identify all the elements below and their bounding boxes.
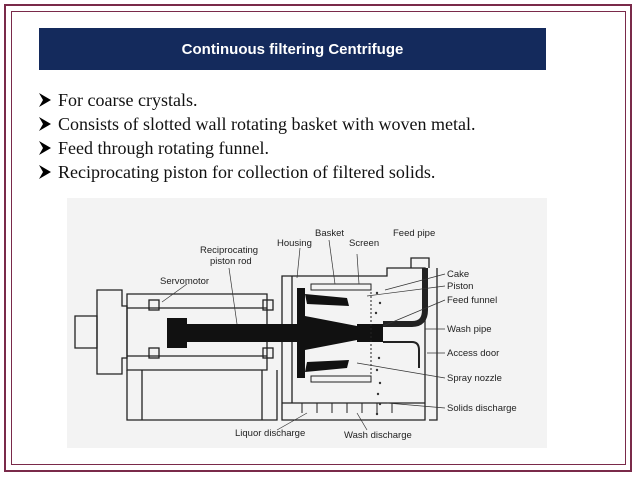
leader-lines xyxy=(161,239,446,431)
label-screen: Screen xyxy=(349,238,379,249)
label-piston: Piston xyxy=(447,281,473,292)
slide-title: Continuous filtering Centrifuge xyxy=(39,28,546,70)
cake-particles xyxy=(374,291,382,416)
bullet-text: Consists of slotted wall rotating basket… xyxy=(58,113,476,134)
wash-pipe xyxy=(383,268,428,327)
label-wash-pipe: Wash pipe xyxy=(447,324,492,335)
label-servomotor: Servomotor xyxy=(160,276,209,287)
centrifuge-drawing: Reciprocating piston rod Servomotor Hous… xyxy=(74,228,517,441)
label-piston-rod: piston rod xyxy=(210,256,252,267)
label-spray-nozzle: Spray nozzle xyxy=(447,373,502,384)
bullet-text: Feed through rotating funnel. xyxy=(58,137,269,158)
slide-inner-frame xyxy=(11,11,626,465)
label-solids-discharge: Solids discharge xyxy=(447,403,517,414)
centrifuge-diagram: Reciprocating piston rod Servomotor Hous… xyxy=(67,198,547,448)
discharge-arrows xyxy=(301,403,393,413)
label-reciprocating: Reciprocating xyxy=(200,245,258,256)
bullet-text: For coarse crystals. xyxy=(58,89,198,110)
arrowhead-icon xyxy=(39,117,51,131)
arrowhead-icon xyxy=(39,141,51,155)
label-housing: Housing xyxy=(277,238,312,249)
label-liquor-discharge: Liquor discharge xyxy=(235,428,305,439)
bullet-item: Consists of slotted wall rotating basket… xyxy=(36,112,475,136)
label-cake: Cake xyxy=(447,269,469,280)
bullet-text: Reciprocating piston for collection of f… xyxy=(58,161,436,182)
arrowhead-icon xyxy=(39,165,51,179)
bullet-item: Reciprocating piston for collection of f… xyxy=(36,160,475,184)
bullet-list: For coarse crystals. Consists of slotted… xyxy=(36,88,475,184)
bullet-item: Feed through rotating funnel. xyxy=(36,136,475,160)
access-door xyxy=(383,341,420,368)
label-basket: Basket xyxy=(315,228,344,239)
bullet-item: For coarse crystals. xyxy=(36,88,475,112)
slide-outer-frame xyxy=(4,4,632,472)
label-feed-pipe: Feed pipe xyxy=(393,228,435,239)
arrowhead-icon xyxy=(39,93,51,107)
label-feed-funnel: Feed funnel xyxy=(447,295,497,306)
piston-rod-assembly xyxy=(167,288,383,378)
label-access-door: Access door xyxy=(447,348,499,359)
label-wash-discharge: Wash discharge xyxy=(344,430,412,441)
